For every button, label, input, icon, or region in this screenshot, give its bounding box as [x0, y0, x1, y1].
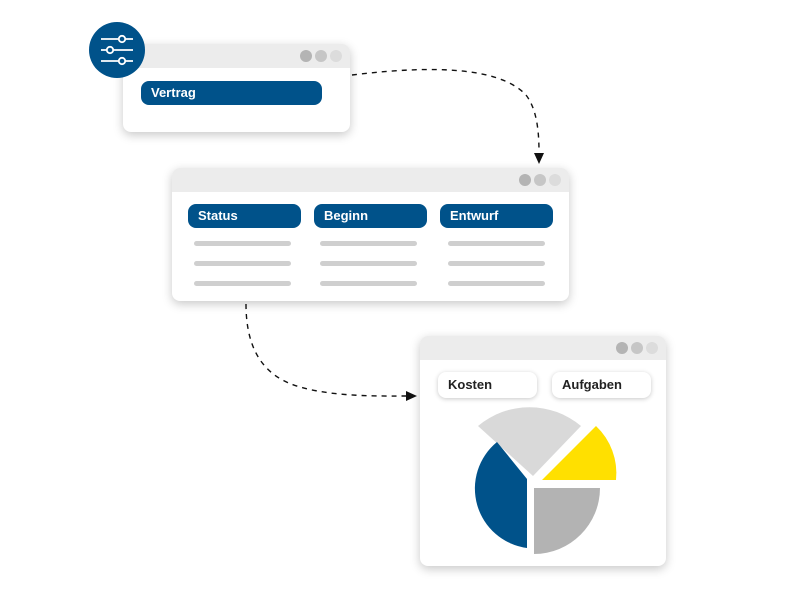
placeholder-line [448, 261, 545, 266]
aufgaben-button[interactable]: Aufgaben [552, 372, 651, 398]
filter-window: Vertrag [123, 44, 350, 132]
pie-chart [474, 407, 617, 554]
kosten-button[interactable]: Kosten [438, 372, 537, 398]
placeholder-line [448, 241, 545, 246]
pie-slice-yellow[interactable] [542, 426, 617, 480]
filter-button[interactable] [89, 22, 145, 78]
window-dot-icon[interactable] [616, 342, 628, 354]
placeholder-line [320, 241, 417, 246]
placeholder-line [194, 261, 291, 266]
vertrag-field[interactable]: Vertrag [141, 81, 322, 105]
connector-arrow [245, 303, 407, 397]
window-dot-icon[interactable] [315, 50, 327, 62]
window-titlebar [420, 336, 666, 360]
column-header-entwurf[interactable]: Entwurf [440, 204, 553, 228]
window-dot-icon[interactable] [534, 174, 546, 186]
placeholder-line [194, 281, 291, 286]
placeholder-line [448, 281, 545, 286]
connector-arrow [351, 68, 540, 153]
window-dot-icon[interactable] [519, 174, 531, 186]
placeholder-line [194, 241, 291, 246]
column-header-status[interactable]: Status [188, 204, 301, 228]
arrowhead-icon [534, 153, 544, 164]
window-titlebar [172, 168, 569, 192]
chart-window: Kosten Aufgaben [420, 336, 666, 566]
placeholder-line [320, 281, 417, 286]
window-dot-icon[interactable] [631, 342, 643, 354]
window-dot-icon[interactable] [646, 342, 658, 354]
sliders-icon [101, 34, 133, 66]
column-header-beginn[interactable]: Beginn [314, 204, 427, 228]
table-window: Status Beginn Entwurf [172, 168, 569, 301]
window-titlebar [123, 44, 350, 68]
window-dot-icon[interactable] [330, 50, 342, 62]
window-dot-icon[interactable] [300, 50, 312, 62]
arrowhead-icon [406, 391, 417, 401]
pie-slice-mid-gray[interactable] [534, 488, 600, 554]
pie-slice-light-gray[interactable] [478, 407, 581, 476]
pie-slice-blue[interactable] [474, 442, 527, 548]
placeholder-line [320, 261, 417, 266]
window-dot-icon[interactable] [549, 174, 561, 186]
